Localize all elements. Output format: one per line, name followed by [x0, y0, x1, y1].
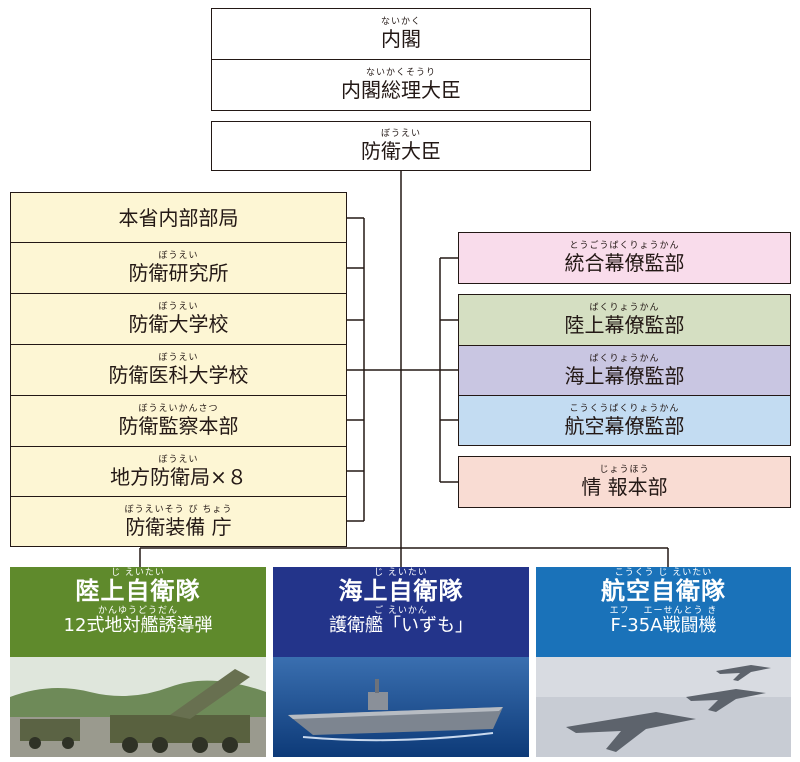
right-org-ruby: じょうほう	[599, 465, 650, 475]
left-org-item: 本省内部部局	[10, 192, 347, 243]
left-org-ruby: ぼうえいかんさつ	[138, 404, 219, 414]
left-org-ruby: ぼうえい	[158, 353, 199, 363]
right-org-item-air-staff: こうくうばくりょうかん 航空幕僚監部	[458, 395, 791, 446]
fighter-jets-photo	[536, 657, 791, 757]
left-org-label: 本省内部部局	[118, 205, 239, 230]
left-org-item: ぼうえいかんさつ 防衛監察本部	[10, 395, 347, 447]
left-org-item: ぼうえい 防衛医科大学校	[10, 344, 347, 396]
force-panel-maritime: じ えいたい 海上自衛隊 ご えいかん 護衛艦「いずも」	[273, 567, 529, 757]
force-title-ruby: じ えいたい	[111, 568, 165, 578]
left-org-label: 地方防衛局×８	[110, 464, 247, 489]
left-org-item: ぼうえい 地方防衛局×８	[10, 446, 347, 497]
left-org-item: ぼうえいそう び ちょう 防衛装備 庁	[10, 496, 347, 547]
defense-minister-box: ぼうえい 防衛大臣	[211, 121, 591, 171]
right-org-item-intelligence: じょうほう 情 報本部	[458, 456, 791, 508]
right-org-item-joint-staff: とうごうばくりょうかん 統合幕僚監部	[458, 232, 791, 284]
left-org-label: 防衛研究所	[128, 261, 229, 285]
left-org-ruby: ぼうえいそう び ちょう	[124, 504, 233, 515]
left-org-label: 防衛大学校	[128, 312, 229, 336]
left-org-item: ぼうえい 防衛研究所	[10, 242, 347, 294]
left-org-ruby: ぼうえい	[158, 454, 199, 465]
right-org-label: 海上幕僚監部	[564, 363, 685, 388]
right-org-item-ground-staff: ばくりょうかん 陸上幕僚監部	[458, 294, 791, 346]
right-org-label: 統合幕僚監部	[564, 251, 685, 275]
force-panel-ground: じ えいたい 陸上自衛隊 かんゆうどうだん 12式地対艦誘導弾	[10, 567, 266, 757]
right-org-ruby: ばくりょうかん	[589, 303, 660, 313]
left-org-item: ぼうえい 防衛大学校	[10, 293, 347, 345]
right-org-item-maritime-staff: ばくりょうかん 海上幕僚監部	[458, 345, 791, 396]
right-org-label: 陸上幕僚監部	[564, 313, 685, 337]
cabinet-box: ないかく 内閣	[211, 8, 591, 60]
force-subtitle: 12式地対艦誘導弾	[63, 615, 213, 636]
prime-minister-ruby: ないかくそうり	[365, 68, 436, 78]
left-org-label: 防衛監察本部	[118, 414, 239, 438]
force-title: 航空自衛隊	[601, 577, 726, 605]
force-sub-ruby: エフ エーせんとう き	[609, 606, 718, 616]
left-org-label: 防衛医科大学校	[108, 363, 249, 387]
cabinet-label: 内閣	[381, 27, 421, 51]
force-title: 海上自衛隊	[338, 577, 464, 605]
right-org-ruby: ばくりょうかん	[589, 353, 660, 364]
force-title: 陸上自衛隊	[75, 577, 201, 605]
prime-minister-box: ないかくそうり 内閣総理大臣	[211, 59, 591, 111]
right-org-ruby: こうくうばくりょうかん	[569, 403, 680, 414]
right-org-label: 航空幕僚監部	[564, 413, 685, 438]
defense-minister-label: 防衛大臣	[361, 139, 441, 163]
missile-launcher-photo	[10, 657, 266, 757]
left-org-ruby: ぼうえい	[158, 251, 199, 261]
force-sub-ruby: ご えいかん	[374, 606, 428, 616]
force-subtitle: F-35A戦闘機	[610, 615, 717, 636]
right-org-label: 情 報本部	[581, 475, 668, 499]
force-title-ruby: じ えいたい	[374, 568, 428, 578]
left-org-label: 防衛装備 庁	[125, 514, 232, 539]
cabinet-ruby: ないかく	[380, 17, 421, 27]
defense-minister-ruby: ぼうえい	[380, 129, 421, 139]
destroyer-photo	[273, 657, 529, 757]
force-panel-air: こうくう じ えいたい 航空自衛隊 エフ エーせんとう き F-35A戦闘機	[536, 567, 791, 757]
left-org-ruby: ぼうえい	[158, 302, 199, 312]
force-subtitle: 護衛艦「いずも」	[329, 615, 473, 636]
force-sub-ruby: かんゆうどうだん	[97, 606, 178, 616]
prime-minister-label: 内閣総理大臣	[341, 78, 461, 102]
right-org-ruby: とうごうばくりょうかん	[569, 241, 680, 251]
force-title-ruby: こうくう じ えいたい	[614, 568, 713, 578]
